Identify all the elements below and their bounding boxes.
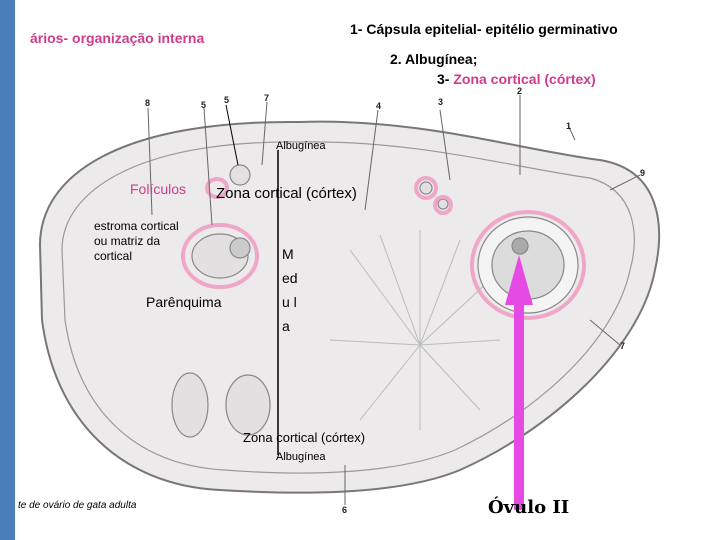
number-label: 9 xyxy=(640,168,646,178)
medula-label: M ed u l a xyxy=(282,246,298,334)
zona-cortical-label-bottom: Zona cortical (córtex) xyxy=(243,430,366,445)
number-label: 7 xyxy=(264,93,270,103)
number-label: 6 xyxy=(342,505,348,515)
albuginea-label-bottom: Albugínea xyxy=(276,451,326,463)
legend-item-2: 2. Albugínea; xyxy=(390,51,478,67)
ovulo-label: Óvulo II xyxy=(488,497,570,518)
leader-lines xyxy=(147,95,641,505)
number-label: 1 xyxy=(566,121,572,131)
sidebar-bar xyxy=(0,0,15,540)
number-label: 7 xyxy=(620,341,626,351)
legend-item-1: 1- Cápsula epitelial- epitélio germinati… xyxy=(350,21,618,37)
ovulo-arrow xyxy=(505,255,533,510)
number-label: 4 xyxy=(376,101,382,111)
highlight-circles xyxy=(181,176,586,320)
follicles xyxy=(171,164,579,438)
number-label: 5 xyxy=(201,100,207,110)
page-title: ários- organização interna xyxy=(30,30,205,46)
albuginea-label-top: Albugínea xyxy=(276,140,326,152)
number-label: 3 xyxy=(438,97,444,107)
zona-cortical-label-top: Zona cortical (córtex) xyxy=(216,185,357,202)
estroma-label: estroma cortical ou matriz da cortical xyxy=(94,219,179,263)
legend-item-3: 3- Zona cortical (córtex) xyxy=(437,71,596,87)
figure-caption: te de ovário de gata adulta xyxy=(18,500,137,511)
cortex-outline xyxy=(61,141,635,474)
number-label: 5 xyxy=(224,95,230,105)
parenquima-label: Parênquima xyxy=(146,294,222,310)
number-label: 2 xyxy=(517,86,523,96)
foliculos-label: Folículos xyxy=(130,181,187,197)
number-label: 8 xyxy=(145,98,151,108)
